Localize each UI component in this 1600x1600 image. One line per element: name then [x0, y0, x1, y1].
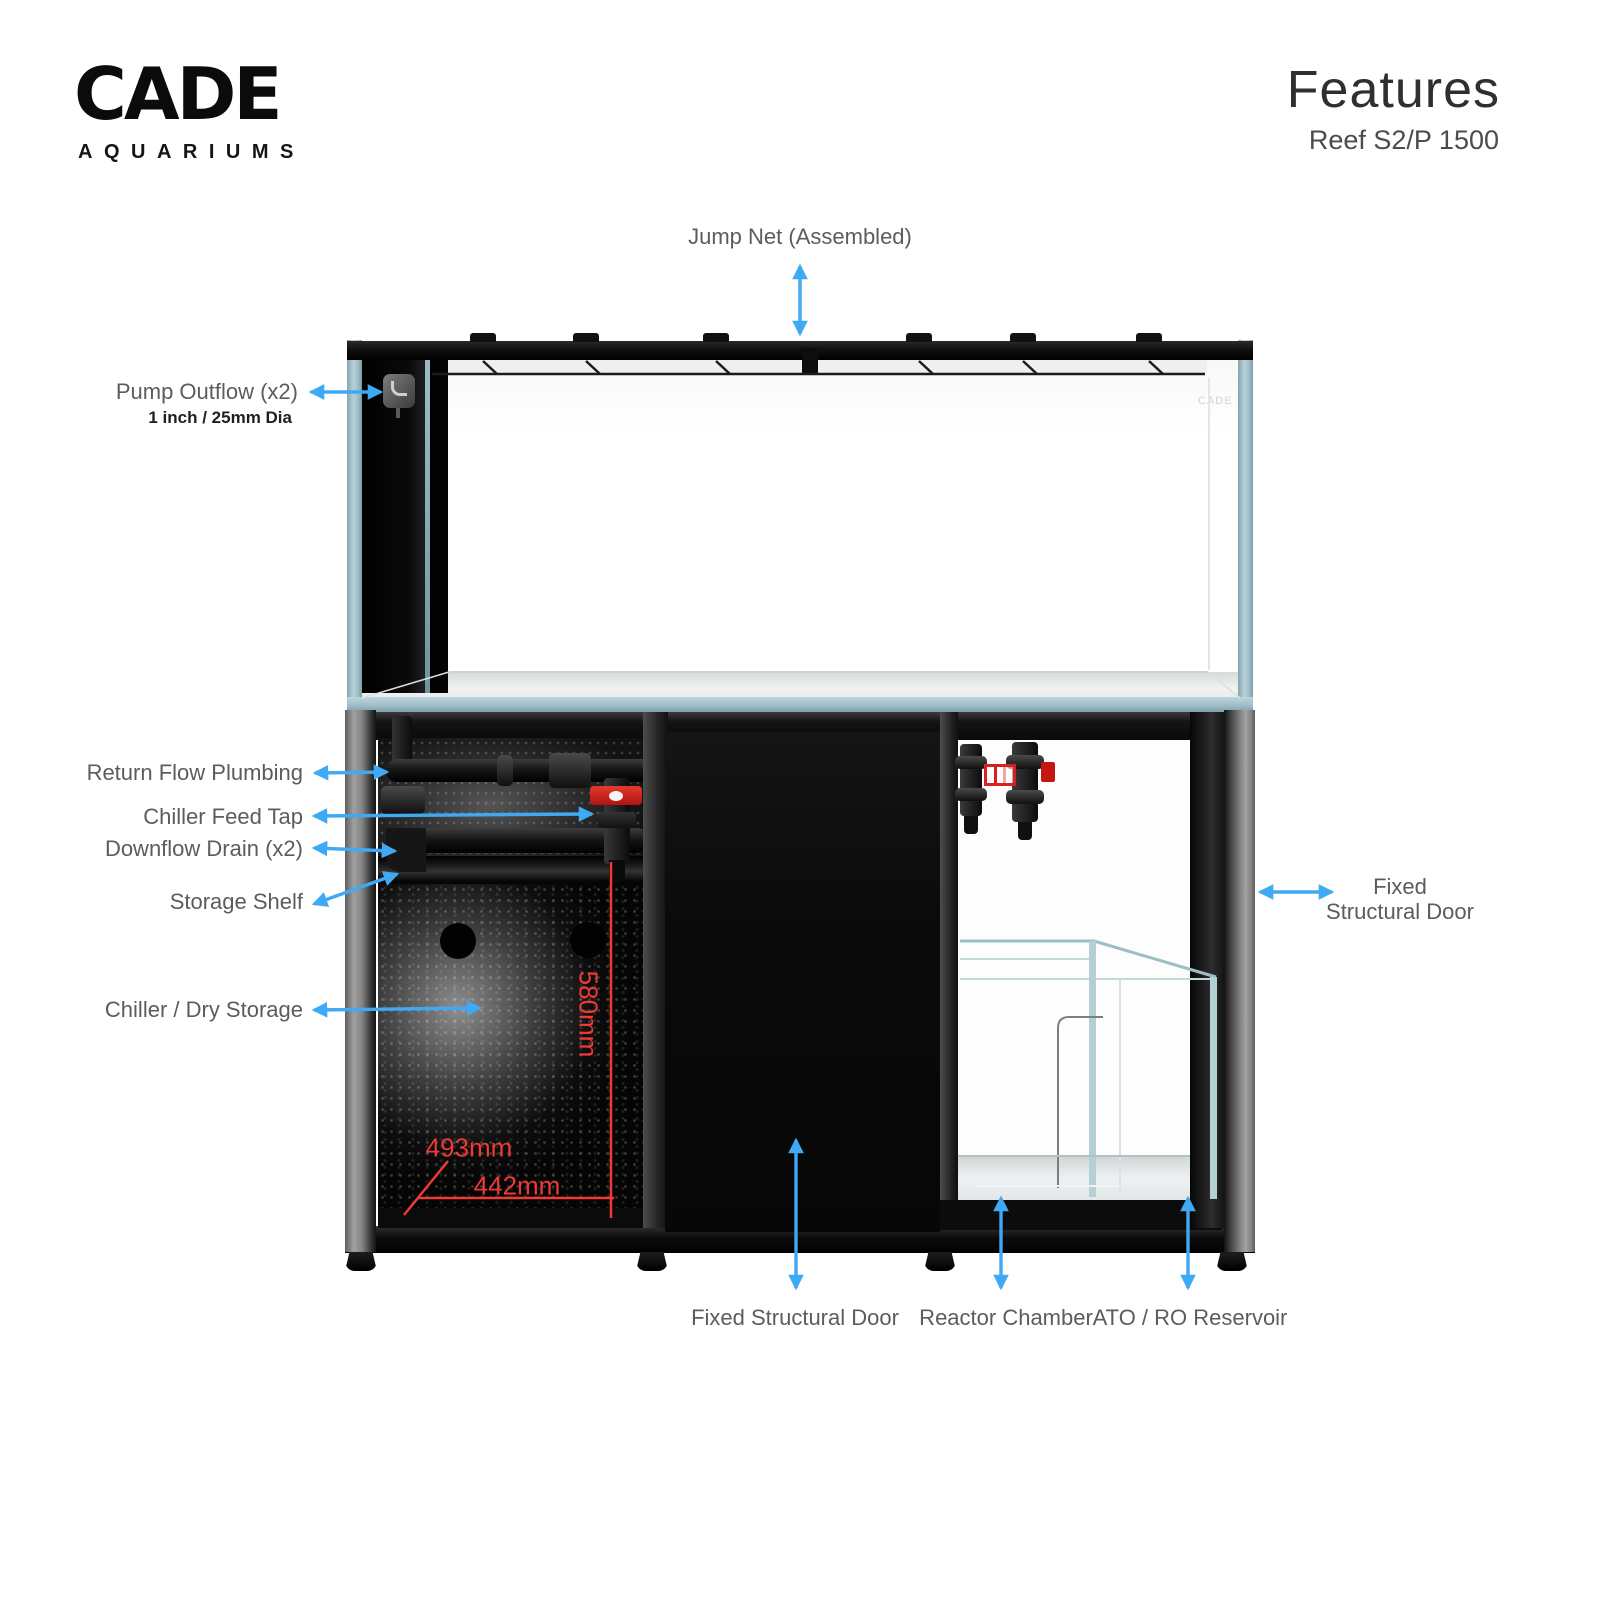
pump-outflow-detail-label: 1 inch / 25mm Dia [148, 408, 292, 427]
tank-top-rim [347, 341, 1253, 360]
valve-ring [1006, 790, 1044, 804]
pump-outflow-port [391, 381, 407, 396]
net-clip [470, 333, 496, 342]
net-center-brace [802, 348, 818, 374]
tank-floor [362, 672, 1238, 697]
dimension-width-label: 442mm [473, 1170, 561, 1201]
stand-foot [345, 1252, 377, 1271]
net-clip [703, 333, 729, 342]
tap-red-handle [590, 786, 642, 805]
valve-ring [955, 756, 987, 769]
chiller-storage-label: Chiller / Dry Storage [104, 997, 303, 1022]
vent-hole [440, 923, 476, 959]
drain-valve [960, 744, 982, 816]
tank-glass-right [1238, 340, 1253, 700]
frame-post-mid [940, 712, 958, 1228]
downflow-drain-label: Downflow Drain (x2) [104, 836, 303, 861]
pump-outflow-fitting [383, 374, 415, 408]
stand-foot [1216, 1252, 1248, 1271]
fixed-door-side-label-line1: Fixed [1373, 874, 1427, 899]
pipe-coupling [497, 755, 513, 786]
stand-pillar-right [1224, 710, 1255, 1252]
tap-handle-cap [609, 791, 623, 801]
reactor-chamber-label: Reactor Chamber [919, 1305, 1093, 1330]
chiller-feed-label: Chiller Feed Tap [143, 804, 303, 829]
net-clip [573, 333, 599, 342]
jump-net-label: Jump Net (Assembled) [688, 224, 912, 249]
tap-outlet [609, 860, 625, 882]
fixed-structural-door-panel [665, 732, 940, 1232]
net-clip [1136, 333, 1162, 342]
fixed-door-side-label: Fixed Structural Door [1326, 874, 1474, 924]
sump-bay-base [940, 1200, 1222, 1230]
tank-interior [362, 358, 1238, 674]
net-clip [906, 333, 932, 342]
fixed-door-side-label-line2: Structural Door [1326, 899, 1474, 924]
brand-logo-subtext: AQUARIUMS [78, 141, 305, 163]
page-subtitle: Reef S2/P 1500 [1308, 125, 1499, 155]
return-flow-label: Return Flow Plumbing [86, 760, 303, 785]
dimension-depth-label: 493mm [425, 1132, 513, 1163]
chiller-dry-storage [378, 884, 643, 1210]
dimension-height-label: 580mm [573, 970, 604, 1058]
pump-outflow-label: Pump Outflow (x2) [115, 379, 298, 404]
stand-foot [924, 1252, 956, 1271]
return-riser-pipe [392, 716, 412, 768]
net-clip [1010, 333, 1036, 342]
brand-logo: CADE [74, 52, 283, 136]
overflow-glass-seam [425, 345, 430, 693]
valve-tip [964, 816, 978, 834]
valve-red-handle [1041, 762, 1055, 782]
valve-ring [955, 788, 987, 801]
valve-red-handle [994, 764, 1016, 786]
stand-pillar-left [345, 710, 376, 1252]
tank-glass-left [347, 340, 362, 700]
storage-shelf-label: Storage Shelf [169, 889, 303, 914]
frame-post-right [1190, 712, 1226, 1228]
sump-compartment [958, 742, 1190, 1158]
stand-foot [636, 1252, 668, 1271]
frame-post-left [643, 712, 668, 1228]
page-title: Features [1286, 61, 1500, 119]
pump-outflow-stub [396, 408, 400, 418]
tank-glass-bottom [347, 697, 1253, 712]
pipe-union [549, 753, 591, 788]
chiller-bay-base [378, 1208, 643, 1228]
vent-hole [570, 922, 606, 958]
drain-elbow [386, 828, 426, 872]
valve-tip [1018, 822, 1032, 840]
ato-reservoir-label: ATO / RO Reservoir [1092, 1305, 1288, 1330]
tap-union-nut [598, 812, 636, 828]
fixed-door-bottom-label: Fixed Structural Door [691, 1305, 899, 1330]
pipe-union [381, 786, 425, 814]
jump-net-mesh [430, 360, 1207, 374]
tank-watermark: CADE [1198, 395, 1233, 407]
